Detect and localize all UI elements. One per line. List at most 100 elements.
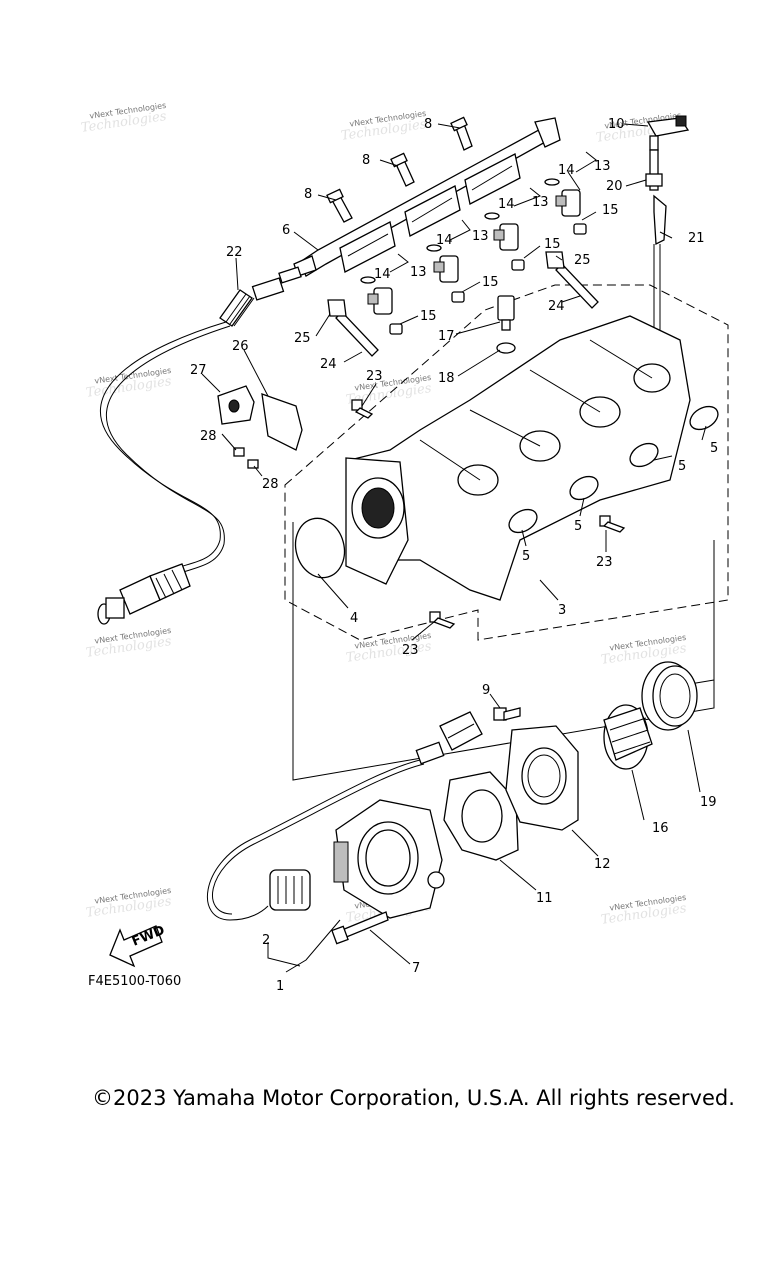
bolt-8 xyxy=(390,152,415,187)
callout-28: 28 xyxy=(200,429,217,444)
watermark: Technologies vNext Technologies xyxy=(345,631,433,666)
figure-code: F4E5100-T060 xyxy=(88,974,182,989)
fuel-injector-13 xyxy=(484,212,525,271)
callout-24: 24 xyxy=(320,357,337,372)
callout-23: 23 xyxy=(366,369,383,384)
callout-8: 8 xyxy=(362,153,370,168)
watermark: Technologies vNext Technologies xyxy=(340,109,428,144)
callout-18: 18 xyxy=(438,371,455,386)
callout-15: 15 xyxy=(544,237,561,252)
leader-lines xyxy=(201,123,707,973)
callout-15: 15 xyxy=(602,203,619,218)
throttle-body-1 xyxy=(333,799,445,919)
fuel-injector-13 xyxy=(426,244,465,303)
gasket-18 xyxy=(496,342,516,354)
throttle-harness-2 xyxy=(207,759,421,921)
harness-connector xyxy=(97,563,191,625)
bolt-8 xyxy=(450,116,473,151)
callout-13: 13 xyxy=(472,229,489,244)
sensor-17 xyxy=(497,295,515,331)
callout-22: 22 xyxy=(226,245,243,260)
bracket-26 xyxy=(261,393,303,451)
callout-5: 5 xyxy=(522,549,530,564)
callout-4: 4 xyxy=(350,611,358,626)
callout-5: 5 xyxy=(710,441,718,456)
o-ring-5 xyxy=(629,442,659,468)
callout-2: 2 xyxy=(262,933,270,948)
callout-19: 19 xyxy=(700,795,717,810)
callout-12: 12 xyxy=(594,857,611,872)
callout-25: 25 xyxy=(574,253,591,268)
callout-11: 11 xyxy=(536,891,553,906)
sensor-27 xyxy=(217,385,255,425)
callout-23: 23 xyxy=(596,555,613,570)
callout-5: 5 xyxy=(678,459,686,474)
hose-21 xyxy=(653,194,667,246)
fuel-rail xyxy=(293,117,561,277)
callout-14: 14 xyxy=(558,163,575,178)
callout-labels: 8 8 8 10 20 21 6 22 13 14 13 14 13 14 13… xyxy=(190,117,718,994)
watermark: Technologies vNext Technologies xyxy=(85,886,173,921)
callout-6: 6 xyxy=(282,223,290,238)
o-ring-5 xyxy=(689,405,719,431)
callout-7: 7 xyxy=(412,961,420,976)
fuel-injector-13 xyxy=(544,178,587,235)
callout-3: 3 xyxy=(558,603,566,618)
callout-25: 25 xyxy=(294,331,311,346)
callout-10: 10 xyxy=(608,117,625,132)
ring-19 xyxy=(641,661,698,731)
callout-23: 23 xyxy=(402,643,419,658)
watermark: Technologies vNext Technologies xyxy=(600,893,688,928)
watermark: Technologies vNext Technologies xyxy=(85,626,173,661)
bolt-23 xyxy=(351,399,374,419)
callout-28: 28 xyxy=(262,477,279,492)
intake-manifold-3 xyxy=(345,315,691,601)
callout-26: 26 xyxy=(232,339,249,354)
assembly-boundary-dashed xyxy=(284,284,729,641)
filter-16 xyxy=(603,704,653,770)
adapter-12 xyxy=(505,725,579,831)
callout-16: 16 xyxy=(652,821,669,836)
callout-17: 17 xyxy=(438,329,455,344)
callout-14: 14 xyxy=(374,267,391,282)
callout-15: 15 xyxy=(482,275,499,290)
bolt-23 xyxy=(429,611,456,629)
watermark: Technologies vNext Technologies xyxy=(80,101,168,136)
callout-21: 21 xyxy=(688,231,705,246)
pipe-20 xyxy=(645,149,663,191)
callout-8: 8 xyxy=(424,117,432,132)
o-ring-5 xyxy=(508,508,538,534)
callout-14: 14 xyxy=(498,197,515,212)
callout-20: 20 xyxy=(606,179,623,194)
watermark: Technologies vNext Technologies xyxy=(85,366,173,401)
fuel-injector-13 xyxy=(360,276,403,335)
bolt-9 xyxy=(493,707,521,721)
bolt-28 xyxy=(233,447,259,469)
o-ring-5 xyxy=(569,475,599,501)
seal-4 xyxy=(294,517,346,579)
fwd-arrow: FWD xyxy=(109,923,167,968)
stud-24 xyxy=(327,299,379,357)
callout-9: 9 xyxy=(482,683,490,698)
harness-plug xyxy=(269,869,311,911)
vacuum-line xyxy=(653,244,661,330)
throttle-connector xyxy=(415,711,483,765)
pressure-sensor-10 xyxy=(646,115,690,151)
fuel-hose-22 xyxy=(219,266,302,327)
callout-24: 24 xyxy=(548,299,565,314)
callout-13: 13 xyxy=(594,159,611,174)
stud-24 xyxy=(545,251,599,309)
callout-13: 13 xyxy=(410,265,427,280)
wiring-harness xyxy=(99,321,227,581)
callout-5: 5 xyxy=(574,519,582,534)
callout-1: 1 xyxy=(276,979,284,994)
callout-15: 15 xyxy=(420,309,437,324)
callout-14: 14 xyxy=(436,233,453,248)
wiring-harness xyxy=(105,325,231,585)
bolt-8 xyxy=(326,188,353,223)
callout-27: 27 xyxy=(190,363,207,378)
copyright-notice: ©2023 Yamaha Motor Corporation, U.S.A. A… xyxy=(92,1086,735,1110)
bolt-7 xyxy=(331,911,389,945)
